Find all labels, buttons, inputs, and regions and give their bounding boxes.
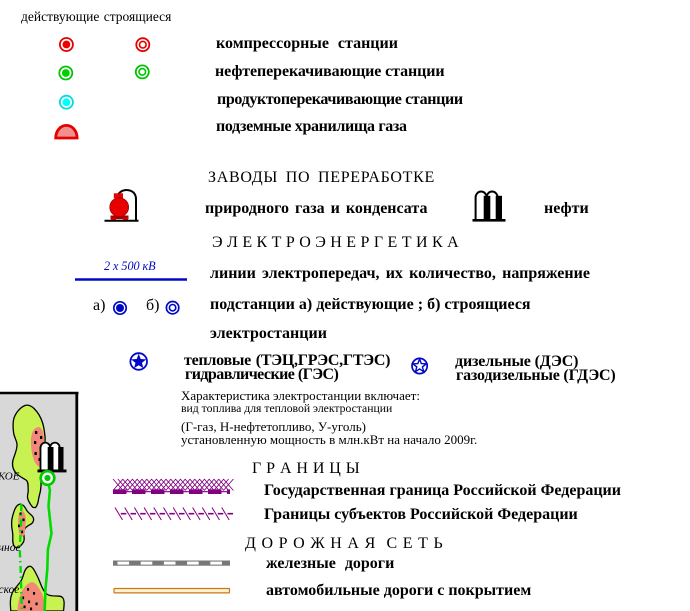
svg-text:чное: чное <box>0 542 21 554</box>
svg-text:ское: ское <box>0 584 19 596</box>
svg-text:КОЕ: КОЕ <box>0 471 20 483</box>
